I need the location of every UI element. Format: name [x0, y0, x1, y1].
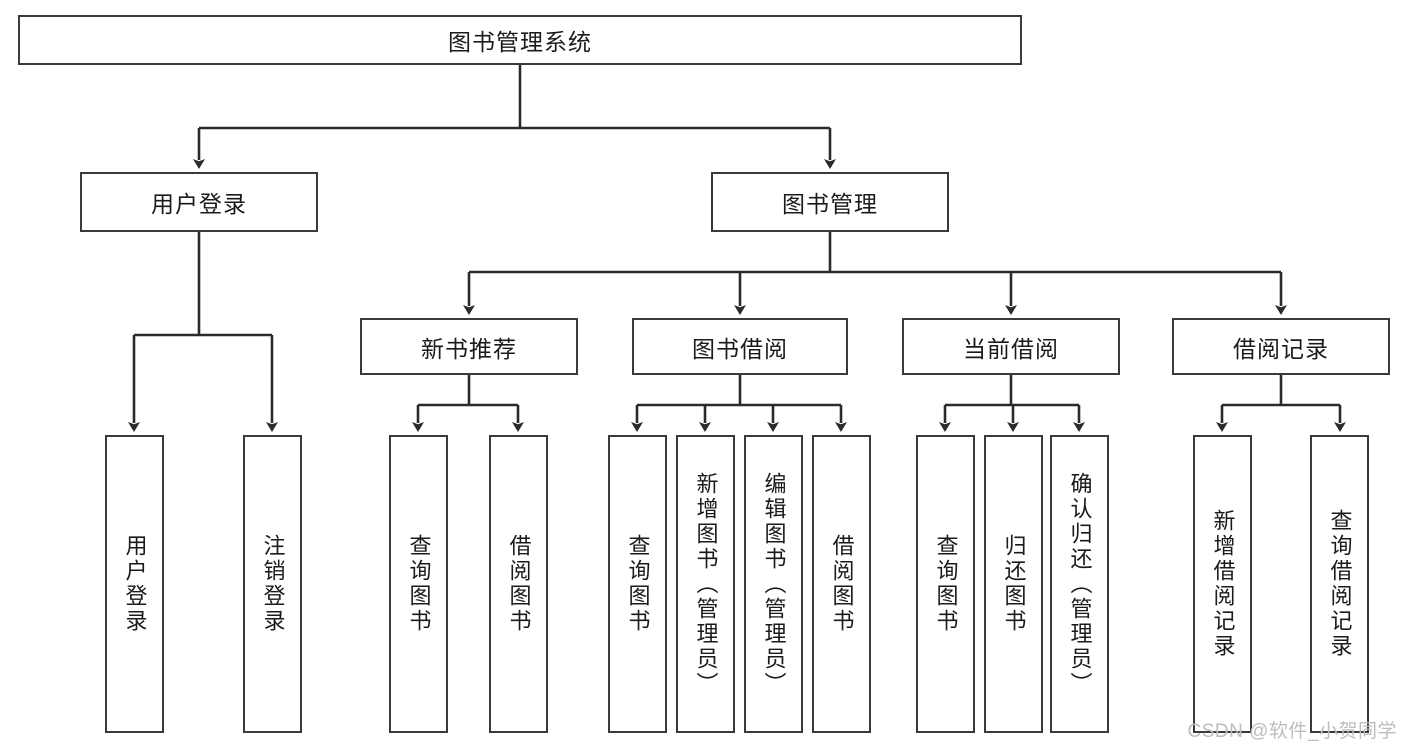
node-book-borrow-label: 图书借阅 — [692, 335, 788, 362]
node-leaf-query-book-3-label: 查询图书 — [933, 534, 959, 634]
node-leaf-add-record-label: 新增借阅记录 — [1210, 509, 1236, 659]
node-leaf-return-book[interactable]: 归还图书 — [984, 435, 1043, 733]
node-leaf-borrow-book-2[interactable]: 借阅图书 — [812, 435, 871, 733]
node-leaf-confirm-return-label: 确认归还（管理员） — [1067, 471, 1093, 697]
node-book-manage[interactable]: 图书管理 — [711, 172, 949, 232]
node-leaf-return-book-label: 归还图书 — [1001, 534, 1027, 634]
node-leaf-query-record[interactable]: 查询借阅记录 — [1310, 435, 1369, 733]
node-leaf-edit-book-label: 编辑图书（管理员） — [761, 471, 787, 697]
node-root-label: 图书管理系统 — [448, 29, 592, 55]
node-leaf-query-book-2[interactable]: 查询图书 — [608, 435, 667, 733]
node-leaf-borrow-book-2-label: 借阅图书 — [829, 534, 855, 634]
node-current-borrow[interactable]: 当前借阅 — [902, 318, 1120, 375]
node-leaf-query-book-1-label: 查询图书 — [406, 534, 432, 634]
node-leaf-edit-book[interactable]: 编辑图书（管理员） — [744, 435, 803, 733]
node-root[interactable]: 图书管理系统 — [18, 15, 1022, 65]
node-leaf-query-book-1[interactable]: 查询图书 — [389, 435, 448, 733]
node-user-login[interactable]: 用户登录 — [80, 172, 318, 232]
node-leaf-add-record[interactable]: 新增借阅记录 — [1193, 435, 1252, 733]
node-leaf-borrow-book-1-label: 借阅图书 — [506, 534, 532, 634]
node-leaf-add-book-label: 新增图书（管理员） — [693, 471, 719, 697]
node-leaf-confirm-return[interactable]: 确认归还（管理员） — [1050, 435, 1109, 733]
node-leaf-user-logout-label: 注销登录 — [260, 534, 286, 634]
node-new-book-rec-label: 新书推荐 — [421, 335, 517, 362]
node-new-book-rec[interactable]: 新书推荐 — [360, 318, 578, 375]
node-user-login-label: 用户登录 — [151, 191, 247, 217]
node-current-borrow-label: 当前借阅 — [963, 335, 1059, 362]
node-borrow-record-label: 借阅记录 — [1233, 335, 1329, 362]
node-book-manage-label: 图书管理 — [782, 191, 878, 217]
node-leaf-borrow-book-1[interactable]: 借阅图书 — [489, 435, 548, 733]
node-leaf-query-book-3[interactable]: 查询图书 — [916, 435, 975, 733]
node-leaf-query-record-label: 查询借阅记录 — [1327, 509, 1353, 659]
node-leaf-query-book-2-label: 查询图书 — [625, 534, 651, 634]
node-borrow-record[interactable]: 借阅记录 — [1172, 318, 1390, 375]
node-leaf-user-login-label: 用户登录 — [122, 534, 148, 634]
node-leaf-user-login[interactable]: 用户登录 — [105, 435, 164, 733]
node-book-borrow[interactable]: 图书借阅 — [632, 318, 848, 375]
node-leaf-user-logout[interactable]: 注销登录 — [243, 435, 302, 733]
node-leaf-add-book[interactable]: 新增图书（管理员） — [676, 435, 735, 733]
